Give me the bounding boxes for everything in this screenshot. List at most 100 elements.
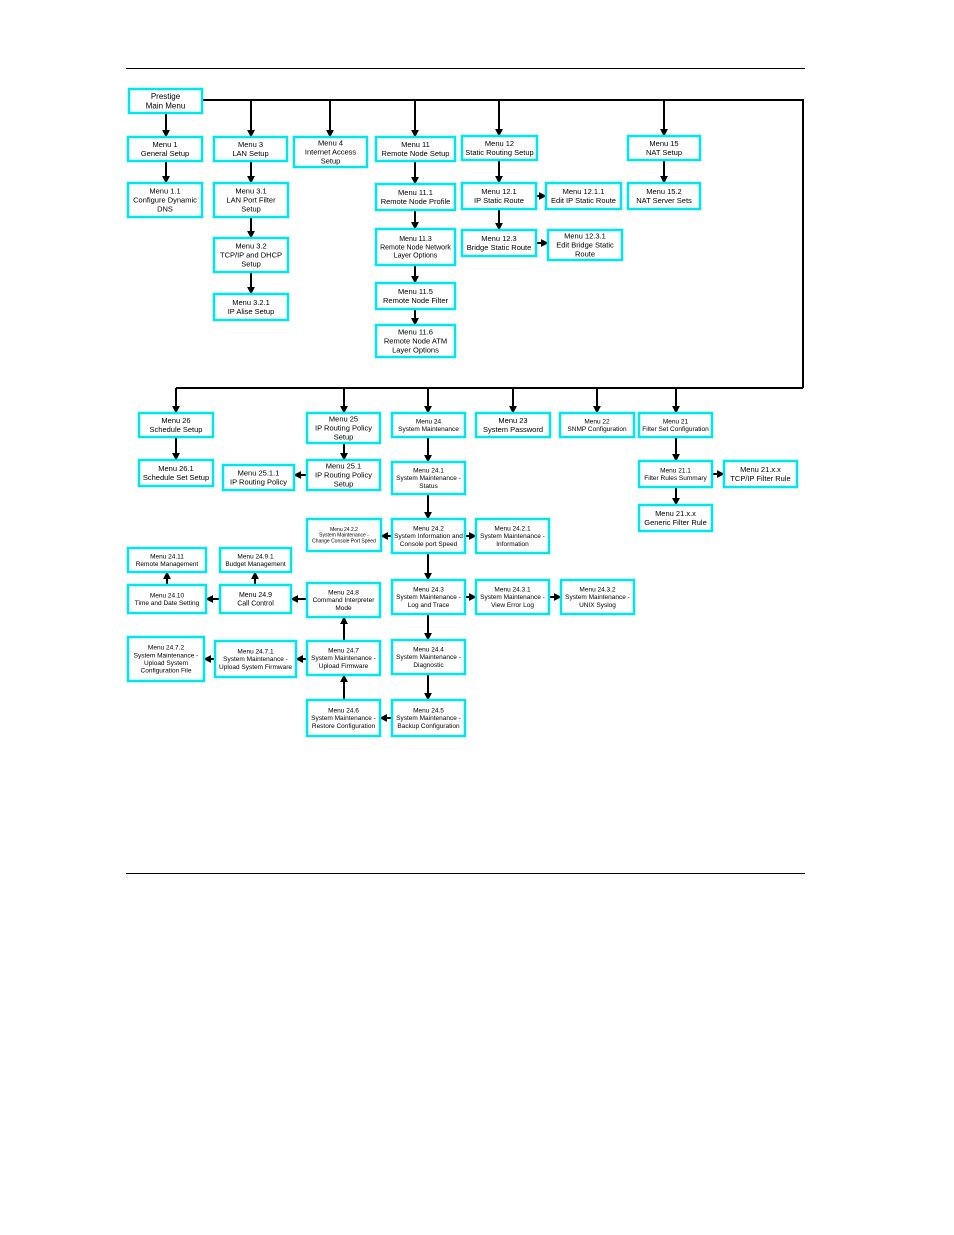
- node-box: [221, 463, 296, 492]
- node-label-line: Remote Node Network: [380, 244, 451, 251]
- node-label-line: General Setup: [141, 149, 189, 158]
- node-box: [305, 458, 382, 492]
- node-label-line: Menu 21.x.x: [655, 509, 696, 518]
- node-box: [374, 135, 457, 163]
- node-box: [544, 181, 623, 211]
- node-label-line: Remote Node Filter: [383, 296, 449, 305]
- node-label-line: Prestige: [151, 92, 181, 101]
- node-label-line: Menu 12.1: [481, 187, 516, 196]
- node-label-line: Remote Management: [136, 561, 199, 568]
- node-label-line: Menu 21: [663, 418, 689, 425]
- connector-0: [202, 99, 804, 388]
- node-label-line: Generic Filter Rule: [644, 518, 707, 527]
- node-label-line: Menu 12.1.1: [563, 187, 605, 196]
- node-label-line: System Maintenance -: [311, 655, 376, 662]
- node-label-line: Route: [575, 249, 595, 258]
- node-label-line: Restore Configuration: [312, 723, 376, 730]
- node-label-line: System Maintenance: [398, 426, 459, 433]
- node-label-line: Menu 24.9: [239, 592, 272, 599]
- node-label-line: Diagnostic: [413, 662, 444, 669]
- node-label-line: Time and Date Setting: [135, 600, 200, 607]
- node-box: [637, 411, 714, 439]
- node-box: [305, 411, 382, 445]
- node-box: [218, 546, 293, 574]
- node-label-line: Menu 12.3: [481, 234, 516, 243]
- node-label-line: Remote Node Setup: [382, 149, 450, 158]
- node-label-line: Log and Trace: [408, 602, 450, 609]
- node-label-line: Change Console Port Speed: [312, 539, 376, 545]
- node-box: [390, 578, 467, 616]
- node-box: [722, 459, 799, 489]
- node-box: [374, 227, 457, 267]
- top-rule: [126, 68, 805, 69]
- node-label-line: Menu 24.11: [150, 553, 184, 560]
- node-label-line: Menu 24.8: [328, 589, 359, 596]
- node-box: [558, 411, 636, 439]
- node-label-line: Setup: [241, 204, 261, 213]
- node-label-line: Upload System: [144, 660, 188, 667]
- node-label-line: System Maintenance -: [565, 594, 630, 601]
- node-label-line: Setup: [334, 479, 354, 488]
- node-label-line: Menu 11.1: [398, 188, 433, 197]
- node-label-line: Menu 24.7.2: [148, 645, 185, 652]
- node-label-line: Menu 24.1: [413, 467, 444, 474]
- node-label-line: Edit IP Static Route: [551, 196, 616, 205]
- node-label-line: Console port Speed: [400, 541, 458, 548]
- node-box: [626, 134, 702, 162]
- menu-node-m25-1-1: Menu 25.1.1IP Routing Policy: [221, 463, 296, 492]
- node-box: [474, 411, 552, 439]
- node-label-line: Remote Node Profile: [381, 197, 451, 206]
- node-label-line: Menu 15: [649, 139, 678, 148]
- node-box: [637, 459, 714, 489]
- node-label-line: Upload Firmware: [319, 663, 369, 670]
- connector-lines: [162, 99, 804, 722]
- node-label-line: Menu 3: [238, 140, 263, 149]
- node-box: [460, 181, 538, 211]
- node-label-line: System Maintenance -: [311, 715, 376, 722]
- node-label-line: Menu 24.3.2: [579, 586, 616, 593]
- node-label-line: Static Routing Setup: [465, 148, 533, 157]
- node-box: [212, 181, 290, 219]
- node-label-line: Menu 1: [152, 140, 177, 149]
- node-box: [374, 281, 457, 311]
- node-label-line: IP Routing Policy: [315, 423, 372, 432]
- node-label-line: Menu 11: [401, 140, 430, 149]
- node-label-line: System Maintenance -: [396, 715, 461, 722]
- node-label-line: Menu 24.3.1: [494, 586, 531, 593]
- node-label-line: TCP/IP Filter Rule: [730, 474, 790, 483]
- node-label-line: IP Routing Policy: [230, 477, 287, 486]
- node-label-line: Schedule Setup: [150, 425, 203, 434]
- node-label-line: Call Control: [237, 600, 274, 607]
- node-label-line: Menu 11.6: [398, 328, 433, 337]
- node-label-line: Configuration File: [141, 668, 192, 675]
- node-box: [126, 583, 208, 615]
- node-box: [374, 182, 457, 212]
- node-label-line: System Maintenance -: [319, 533, 369, 539]
- node-box: [212, 236, 290, 274]
- node-label-line: Setup: [241, 259, 261, 268]
- node-label-line: System Information and: [394, 533, 463, 540]
- node-label-line: Menu 22: [584, 418, 610, 425]
- node-label-line: Menu 12.3.1: [564, 232, 606, 241]
- node-label-line: Setup: [321, 156, 341, 165]
